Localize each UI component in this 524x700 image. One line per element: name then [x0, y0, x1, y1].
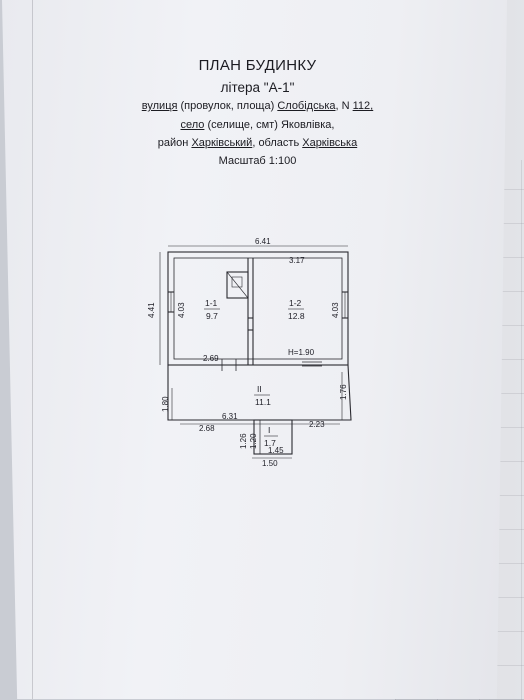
- street-hint: (провулок, площа): [180, 100, 275, 112]
- litera-line: літера "А-1": [220, 80, 295, 95]
- village-line: село (селище, смт) Яковлівка,: [0, 119, 515, 131]
- dim-bottom-right: 2.23: [309, 420, 325, 429]
- room-id-II: II: [257, 384, 262, 394]
- region-label: , область: [252, 137, 300, 149]
- street-label: вулиця: [141, 100, 178, 112]
- house-inner-wall: [173, 257, 343, 360]
- room-id-1-1: 1-1: [205, 298, 218, 308]
- stove-icon: [226, 271, 249, 299]
- room-area-1-1: 9.7: [206, 311, 218, 321]
- hall-outline: [167, 364, 352, 421]
- dim-room2-top: 3.17: [289, 256, 305, 265]
- region-name: Харківська: [302, 137, 358, 149]
- dim-top-width: 6.41: [255, 237, 271, 246]
- number-value: 112,: [352, 100, 374, 112]
- street-name: Слобідська: [277, 100, 336, 112]
- room-id-I: I: [268, 425, 270, 435]
- district-line: район Харківський, область Харківська: [0, 137, 515, 149]
- village-hint: (селище, смт): [207, 119, 278, 131]
- dim-room1-height: 4.03: [177, 302, 186, 318]
- scale-line: Масштаб 1:100: [218, 155, 297, 167]
- porch-outline: [253, 419, 293, 455]
- dim-hall-right: 1.76: [339, 384, 348, 400]
- dim-hall-width: 6.31: [222, 412, 238, 421]
- district-label: район: [157, 137, 189, 149]
- dim-porch-outer-h: 1.26: [239, 433, 248, 449]
- street-line: вулиця (провулок, площа) Слобідська, N 1…: [0, 100, 515, 112]
- house-outer-wall: [167, 251, 349, 366]
- room-area-1-2: 12.8: [288, 311, 305, 321]
- dim-left-height: 4.41: [147, 302, 156, 318]
- page-title: ПЛАН БУДИНКУ: [198, 57, 317, 74]
- dim-bottom-left: 2.68: [199, 424, 215, 433]
- document-header: ПЛАН БУДИНКУ літера "А-1" вулиця (провул…: [0, 0, 505, 200]
- dim-porch-inner-h: 1.20: [249, 433, 258, 449]
- document-sheet: [2, 0, 507, 699]
- number-label: , N: [335, 100, 350, 112]
- room-area-II: 11.1: [255, 397, 271, 407]
- dim-room1-bottom: 2.69: [203, 354, 219, 363]
- dim-porch-inner-w: 1.45: [268, 446, 284, 455]
- binding-margin-line: [32, 0, 33, 699]
- dim-room2-height: 4.03: [331, 302, 340, 318]
- district-name: Харківський: [191, 137, 253, 149]
- room-area-I: 1.7: [264, 438, 276, 448]
- dim-porch-outer-w: 1.50: [262, 459, 278, 468]
- village-name: Яковлівка,: [280, 119, 335, 131]
- dim-ceiling-height: H=1.90: [288, 348, 315, 357]
- room-id-1-2: 1-2: [289, 298, 302, 308]
- village-label: село: [180, 119, 205, 131]
- dim-hall-left: 1.80: [161, 396, 170, 412]
